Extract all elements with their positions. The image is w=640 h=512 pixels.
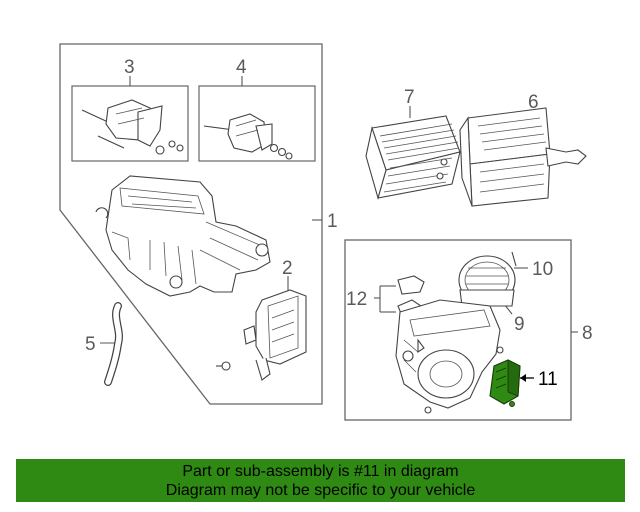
part-4-actuator[interactable] <box>203 76 293 160</box>
part-5-drain-hose[interactable] <box>100 302 123 386</box>
info-banner-line-2: Diagram may not be specific to your vehi… <box>165 482 476 499</box>
part-11-highlighted-module[interactable] <box>489 359 534 407</box>
callout-5: 5 <box>85 334 96 355</box>
group-box-part-8 <box>344 239 572 421</box>
callout-2: 2 <box>282 258 293 279</box>
callout-1: 1 <box>327 211 338 232</box>
group-box-part-1 <box>59 43 323 405</box>
part-2-control-module[interactable] <box>216 276 307 381</box>
part-3-actuator[interactable] <box>81 76 184 155</box>
info-banner: Part or sub-assembly is #11 in diagram D… <box>16 459 625 502</box>
callout-12: 12 <box>346 289 367 310</box>
group-box-part-4 <box>198 85 316 162</box>
callout-6: 6 <box>528 92 539 113</box>
callout-9: 9 <box>514 314 525 335</box>
info-banner-line-1: Part or sub-assembly is #11 in diagram <box>182 463 459 480</box>
callout-7: 7 <box>404 87 415 108</box>
callout-10: 10 <box>532 259 553 280</box>
callout-3: 3 <box>124 57 135 78</box>
part-9-blower-fan[interactable] <box>459 289 515 315</box>
part-8-blower-housing[interactable] <box>395 299 578 414</box>
part-6-evaporator-core[interactable] <box>459 107 587 207</box>
part-7-heater-core[interactable] <box>365 106 461 201</box>
callout-8: 8 <box>582 323 593 344</box>
part-1-heater-housing[interactable] <box>95 175 322 297</box>
callout-4: 4 <box>236 57 247 78</box>
callout-11: 11 <box>538 369 558 390</box>
